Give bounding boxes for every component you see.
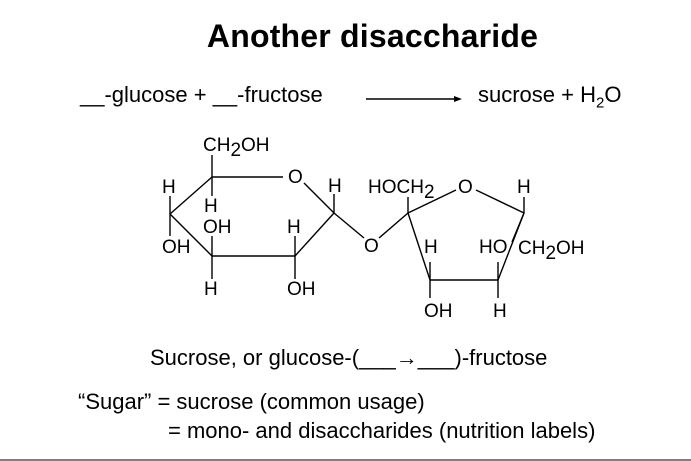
glucose-ring: CH2OH O H H OH OH H H OH H bbox=[162, 135, 409, 300]
glucose-h-c4-top: H bbox=[162, 177, 176, 198]
fructose-bond-c5-ch2oh bbox=[511, 212, 525, 243]
reaction-reactants: __-glucose + __-fructose bbox=[80, 82, 323, 107]
bottom-divider bbox=[0, 459, 691, 461]
fructose-hoch2-label: HOCH2 bbox=[368, 177, 435, 203]
fructose-hoch2-subscript: 2 bbox=[424, 182, 435, 203]
fructose-ring: HOCH2 O H H HO CH2OH OH H bbox=[368, 177, 585, 322]
reaction-product-subscript: 2 bbox=[596, 94, 605, 112]
glucose-ch2oh-label: CH2OH bbox=[203, 135, 270, 161]
fructose-h-c5: H bbox=[517, 177, 531, 198]
glucose-oh-c2: OH bbox=[287, 279, 316, 300]
glucose-h-c5: H bbox=[204, 196, 218, 217]
sugar-note-nutrition: = mono- and disaccharides (nutrition lab… bbox=[168, 418, 596, 443]
reaction-arrow-icon bbox=[366, 96, 462, 102]
fructose-bond-c2-o bbox=[407, 189, 457, 214]
glucose-bond-o-c1 bbox=[303, 182, 335, 214]
slide-title: Another disaccharide bbox=[206, 18, 539, 54]
fructose-bond-c3-c2 bbox=[407, 212, 431, 281]
fructose-ch2oh-label: CH2OH bbox=[518, 238, 585, 264]
fructose-ring-oxygen: O bbox=[458, 177, 473, 198]
glycosidic-bond-right bbox=[378, 212, 409, 239]
glucose-h-c1: H bbox=[328, 176, 342, 197]
glycosidic-bond-left bbox=[333, 212, 365, 239]
fructose-oh-c3: OH bbox=[424, 301, 453, 322]
glycosidic-oxygen: O bbox=[364, 236, 379, 257]
fructose-ho-c4: HO bbox=[479, 237, 508, 258]
glucose-h-c2: H bbox=[287, 217, 301, 238]
glucose-oh-c4: OH bbox=[162, 237, 191, 258]
sucrose-name-line: Sucrose, or glucose-(___→___)-fructose bbox=[150, 345, 548, 370]
fructose-hoch2-main: HOCH bbox=[368, 177, 424, 198]
fructose-ch2oh-tail: OH bbox=[556, 238, 585, 259]
glucose-ch2oh-main: CH bbox=[203, 135, 230, 156]
glucose-ch2oh-tail: OH bbox=[241, 135, 270, 156]
glucose-h-c3: H bbox=[204, 279, 218, 300]
glucose-ch2oh-subscript: 2 bbox=[230, 140, 241, 161]
fructose-ch2oh-subscript: 2 bbox=[545, 243, 556, 264]
glucose-bond-c3-c4 bbox=[169, 213, 213, 257]
reaction-product-main: sucrose + H bbox=[478, 82, 596, 107]
fructose-ch2oh-main: CH bbox=[518, 238, 545, 259]
glucose-bond-c1-c2 bbox=[294, 212, 335, 257]
fructose-bond-o-c5 bbox=[475, 189, 525, 214]
glucose-oh-c3: OH bbox=[203, 217, 232, 238]
fructose-h-c3: H bbox=[424, 237, 438, 258]
reaction-product: sucrose + H2O bbox=[478, 82, 621, 111]
glucose-ring-oxygen: O bbox=[288, 167, 303, 188]
sugar-note-common: “Sugar” = sucrose (common usage) bbox=[78, 389, 425, 414]
reaction-product-tail: O bbox=[604, 82, 622, 107]
fructose-h-c4: H bbox=[493, 301, 507, 322]
glucose-bond-c4-c5 bbox=[169, 176, 213, 215]
